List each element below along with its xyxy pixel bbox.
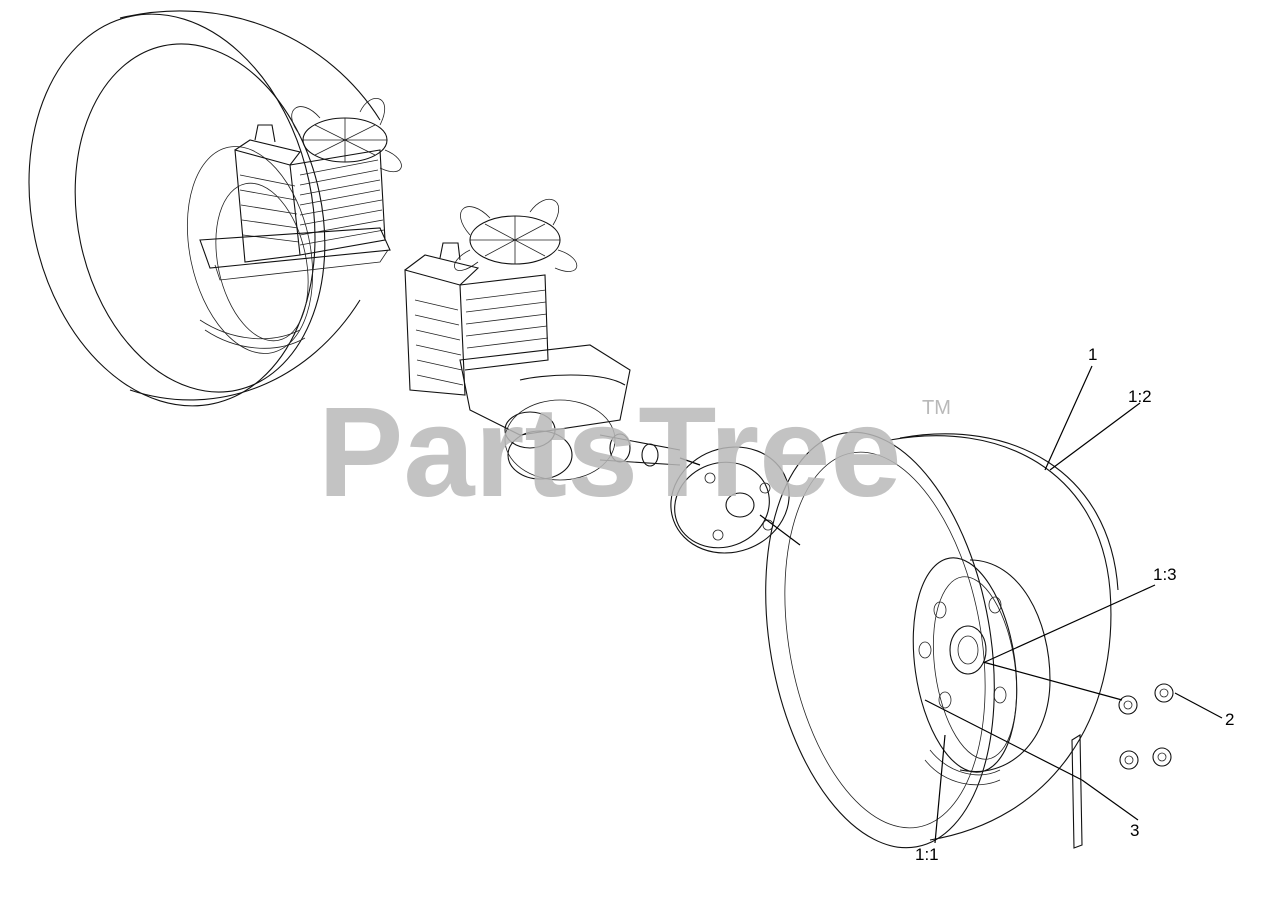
watermark-trademark: TM — [922, 397, 951, 419]
callout-1: 1 — [1088, 345, 1097, 364]
leader-lines — [924, 365, 1223, 844]
lug-nuts — [1118, 683, 1174, 770]
right-wheel — [765, 431, 1119, 849]
watermark-logo: PartsTree — [318, 381, 902, 524]
callout-1-2: 1:2 — [1128, 387, 1152, 406]
left-wheel — [28, 10, 381, 407]
hub — [670, 446, 801, 554]
lug-nut-icon — [1152, 747, 1172, 767]
callout-2: 2 — [1225, 710, 1234, 729]
lug-nut-icon — [1119, 750, 1139, 770]
center-transmission — [404, 198, 701, 481]
lug-nut-icon — [1154, 683, 1174, 703]
lug-nut-icon — [1118, 695, 1138, 715]
callout-1-1: 1:1 — [915, 845, 939, 864]
callout-1-3: 1:3 — [1153, 565, 1177, 584]
callout-3: 3 — [1130, 821, 1139, 840]
left-transmission — [199, 98, 402, 281]
